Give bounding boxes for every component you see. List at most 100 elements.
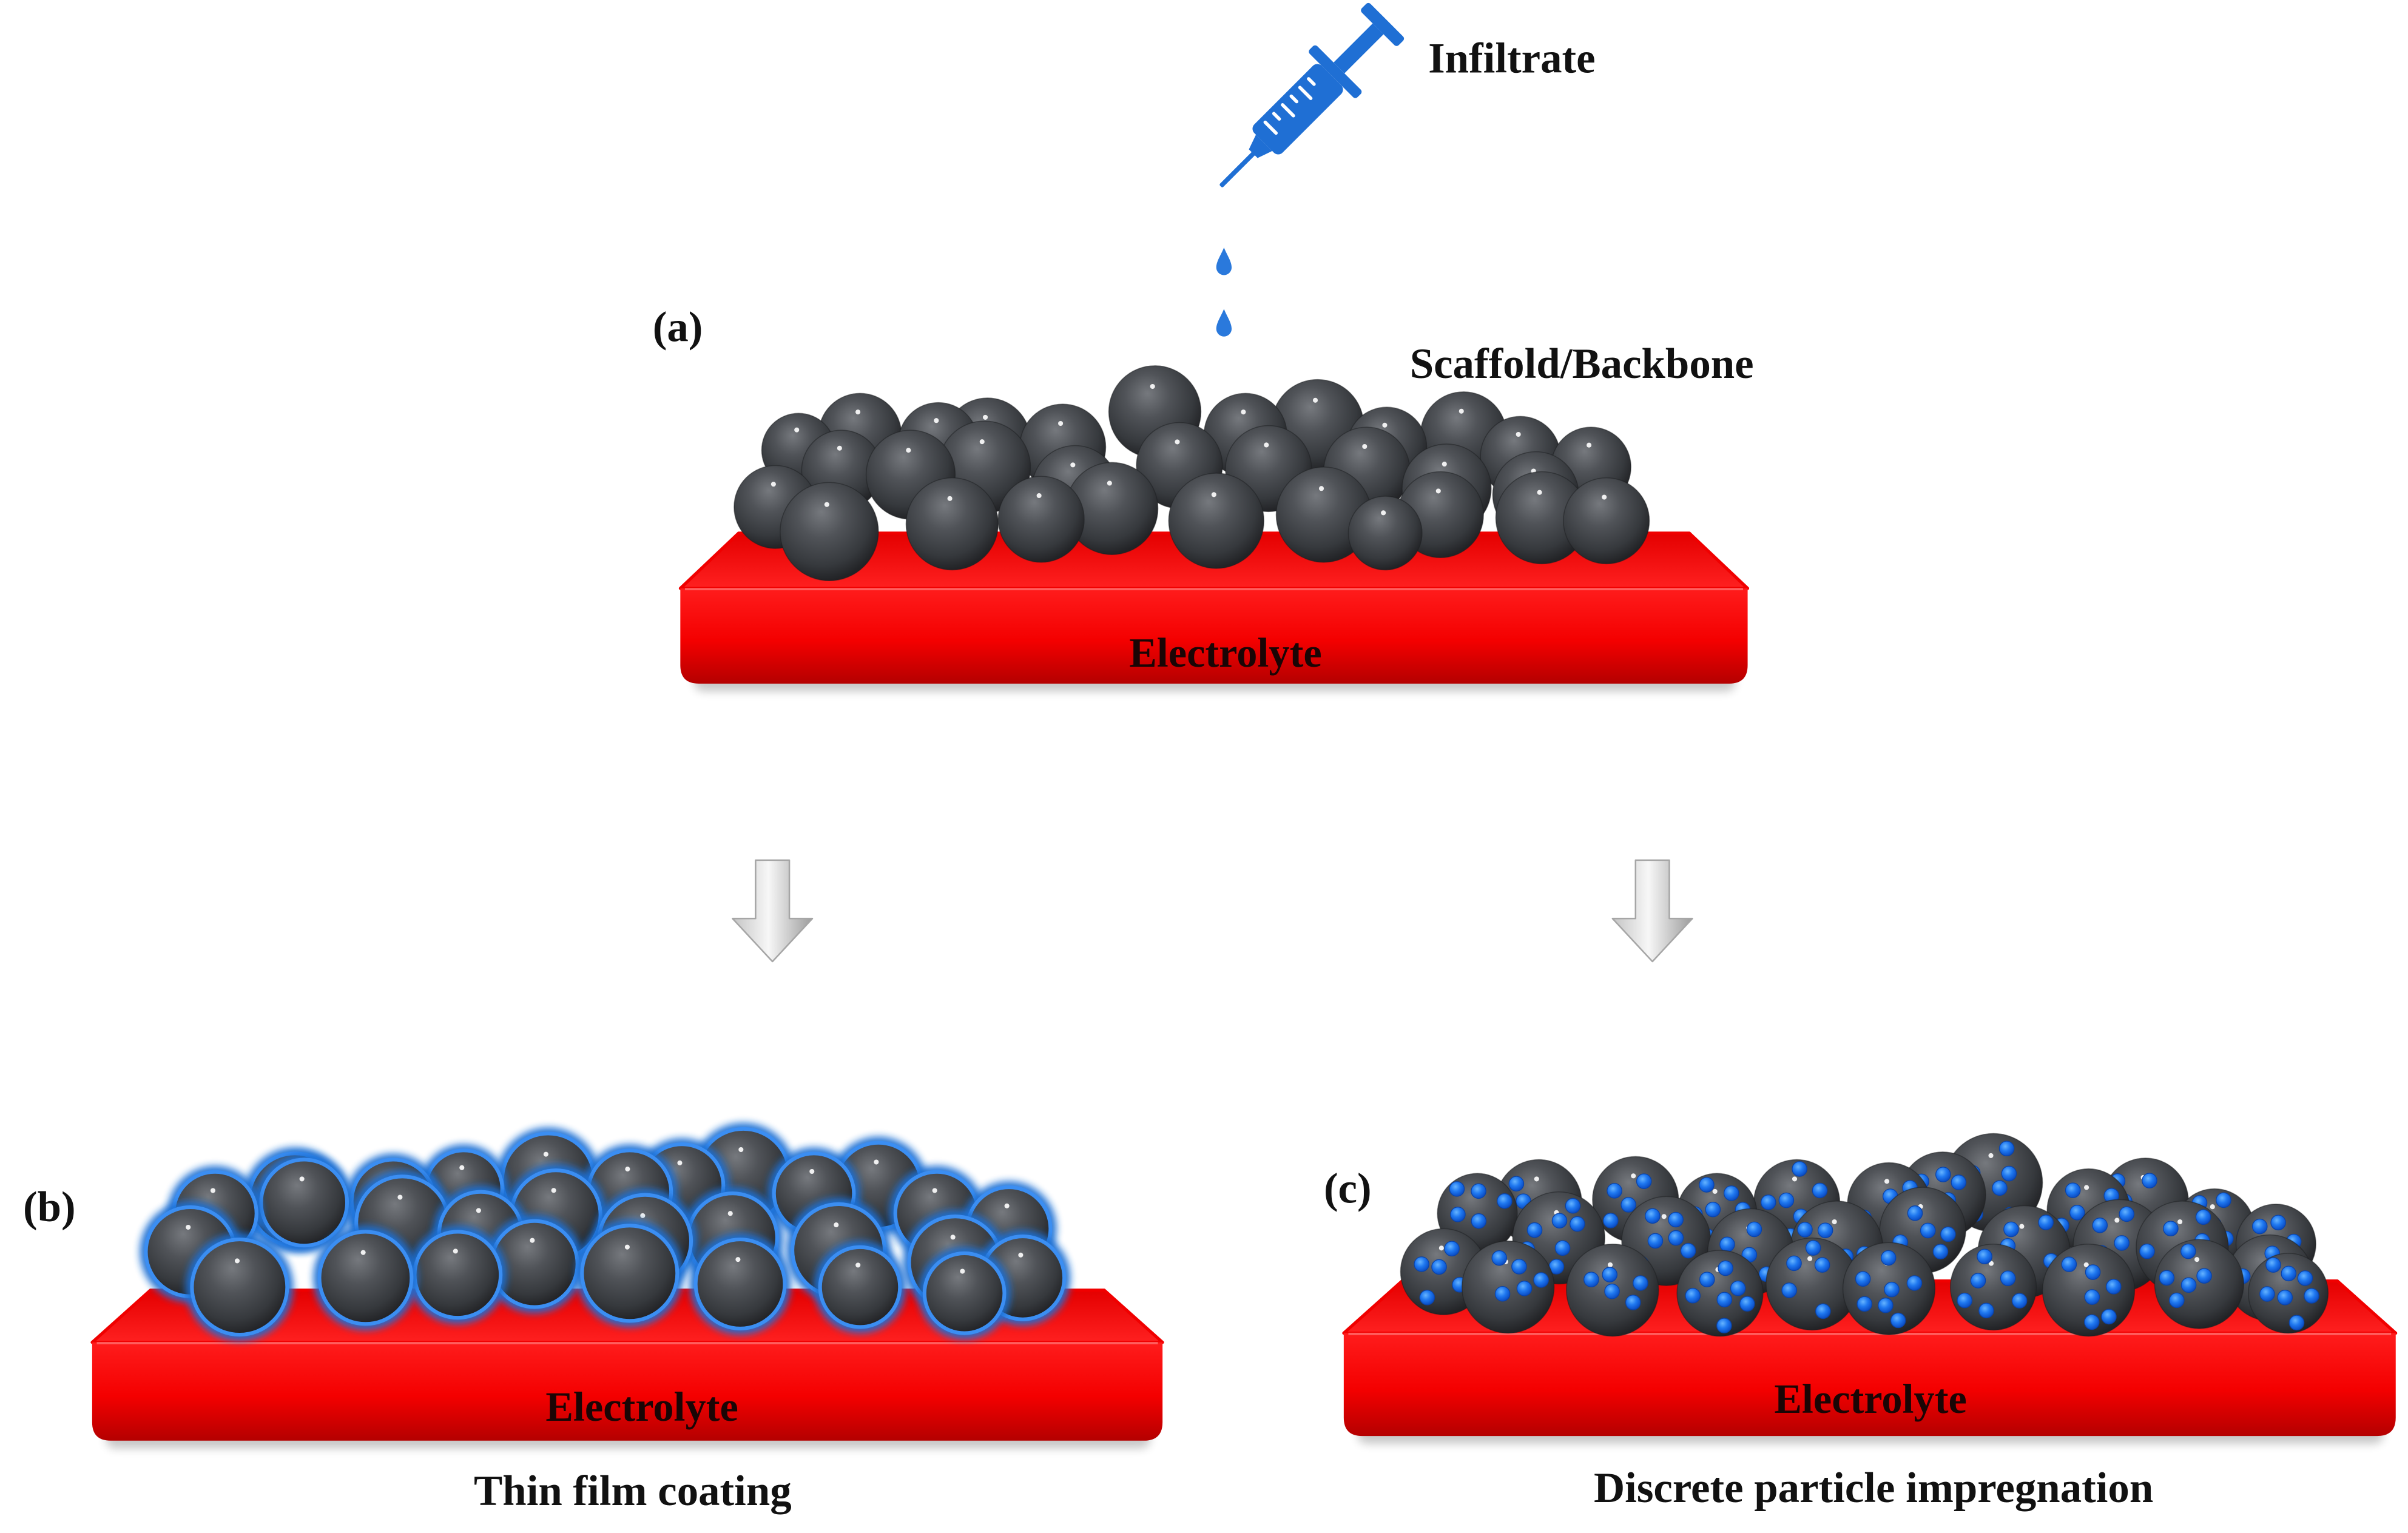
particle-highlight: [1004, 1203, 1010, 1208]
syringe-icon: [1219, 2, 1405, 187]
infiltrate-nanoparticle: [1935, 1167, 1951, 1182]
particle-highlight: [1587, 442, 1592, 448]
infiltrate-nanoparticle: [2180, 1243, 2196, 1259]
particle-highlight: [906, 448, 911, 453]
particle-body: [1949, 1243, 2037, 1331]
infiltrate-nanoparticle: [1778, 1192, 1795, 1208]
infiltrate-nanoparticle: [1551, 1213, 1568, 1229]
infiltrate-nanoparticle: [1880, 1250, 1897, 1266]
infiltrate-nanoparticle: [2265, 1257, 2281, 1273]
infiltrate-nanoparticle: [1647, 1233, 1664, 1249]
coated-scaffold-particle: [255, 1153, 354, 1252]
infiltrate-nanoparticle: [1978, 1302, 1994, 1319]
infiltrate-nanoparticle: [1450, 1207, 1466, 1222]
infiltrate-nanoparticle: [1685, 1287, 1701, 1304]
infiltrate-nanoparticle: [1797, 1222, 1813, 1238]
scaffold-particle: [997, 476, 1085, 563]
particle-highlight: [1832, 1219, 1837, 1225]
syringe-hub: [1249, 135, 1272, 158]
infiltrate-nanoparticle: [1533, 1272, 1549, 1288]
particle-highlight: [934, 418, 939, 423]
infiltrate-nanoparticle: [2180, 1277, 2197, 1293]
infiltrate-nanoparticle: [1621, 1197, 1636, 1213]
particle-body: [1676, 1250, 1764, 1337]
impregnated-scaffold-particle: [1676, 1250, 1764, 1337]
infiltrate-nanoparticle: [1668, 1230, 1684, 1246]
infiltrate-nanoparticle: [1746, 1221, 1762, 1238]
infiltrate-nanoparticle: [1718, 1260, 1733, 1276]
infiltrate-nanoparticle: [1565, 1198, 1581, 1214]
syringe-thumb-rest: [1361, 2, 1405, 46]
infiltrate-nanoparticle: [1705, 1201, 1721, 1218]
substrate-front-face: [680, 588, 1748, 684]
infiltrate-nanoparticle: [1526, 1222, 1543, 1238]
particle-highlight: [299, 1176, 305, 1182]
particle-body: [580, 1224, 680, 1323]
particle-highlight: [1537, 490, 1542, 495]
infiltrate-nanoparticle: [2038, 1215, 2054, 1230]
particle-highlight: [677, 1160, 683, 1165]
infiltrate-nanoparticle: [1940, 1226, 1956, 1242]
infiltrate-nanoparticle: [2084, 1314, 2100, 1330]
infiltrate-nanoparticle: [2304, 1288, 2319, 1304]
infiltrate-nanoparticle: [2139, 1243, 2155, 1259]
particle-highlight: [453, 1248, 458, 1254]
particle-highlight: [960, 1269, 965, 1274]
particle-highlight: [1607, 1262, 1613, 1267]
infiltrate-nanoparticle: [2085, 1264, 2101, 1280]
particle-body: [905, 477, 999, 571]
particle-highlight: [624, 1244, 630, 1250]
particle-highlight: [1534, 1176, 1539, 1182]
infiltrate-nanoparticle: [1419, 1290, 1435, 1306]
infiltrate-nanoparticle: [1890, 1312, 1906, 1329]
infiltrate-nanoparticle: [1497, 1193, 1513, 1209]
substrate-front-face: [1343, 1333, 2396, 1437]
infiltrate-nanoparticle: [2297, 1270, 2313, 1286]
infiltrate-nanoparticle: [1471, 1183, 1486, 1199]
infiltrate-nanoparticle: [1998, 1140, 2015, 1157]
impregnated-scaffold-cluster: [1400, 1133, 2329, 1337]
infiltrate-nanoparticle: [2092, 1218, 2108, 1233]
particle-body: [693, 1238, 787, 1330]
particle-highlight: [625, 1167, 630, 1172]
infiltrate-nanoparticle: [2003, 1221, 2019, 1238]
impregnated-scaffold-particle: [2154, 1239, 2244, 1329]
particle-highlight: [947, 496, 953, 501]
particle-highlight: [1435, 488, 1441, 494]
substrate-label: Electrolyte: [1774, 1376, 1966, 1422]
particle-body: [1168, 473, 1264, 569]
syringe-flange: [1309, 45, 1362, 98]
particle-highlight: [2177, 1219, 2183, 1225]
infiltrate-nanoparticle: [1633, 1275, 1648, 1291]
infiltrate-nanoparticle: [2065, 1182, 2081, 1198]
substrate-label: Electrolyte: [1129, 630, 1321, 676]
syringe-barrel: [1252, 64, 1343, 155]
infiltrate-nanoparticle: [2084, 1289, 2100, 1305]
coated-scaffold-particle: [313, 1225, 418, 1330]
infiltrate-nanoparticle: [1719, 1236, 1735, 1253]
particle-highlight: [855, 1262, 861, 1268]
coated-scaffold-particle: [408, 1225, 507, 1324]
particle-body: [922, 1251, 1007, 1335]
infiltrate-nanoparticle: [2105, 1279, 2122, 1295]
particle-highlight: [2084, 1185, 2089, 1190]
particle-body: [1347, 496, 1423, 571]
infiltrate-nanoparticle: [2281, 1265, 2297, 1282]
infiltrate-nanoparticle: [1951, 1174, 1967, 1190]
infiltrate-nanoparticle: [1511, 1259, 1527, 1275]
particle-highlight: [1381, 510, 1386, 516]
particle-body: [997, 476, 1085, 563]
particle-highlight: [1442, 461, 1447, 467]
particle-highlight: [1107, 480, 1112, 486]
infiltrate-nanoparticle: [2196, 1268, 2212, 1284]
particle-highlight: [1211, 492, 1216, 497]
particle-body: [317, 1230, 414, 1326]
scaffold-particle: [905, 477, 999, 571]
infiltrate-nanoparticle: [1645, 1208, 1661, 1224]
coated-scaffold-particle: [814, 1241, 906, 1333]
infiltrate-nanoparticle: [1723, 1185, 1739, 1201]
infiltrate-nanoparticle: [2288, 1315, 2305, 1331]
coated-scaffold-particle: [576, 1219, 684, 1327]
panel-b-caption: Thin film coating: [474, 1467, 792, 1515]
syringe-needle: [1219, 151, 1256, 187]
